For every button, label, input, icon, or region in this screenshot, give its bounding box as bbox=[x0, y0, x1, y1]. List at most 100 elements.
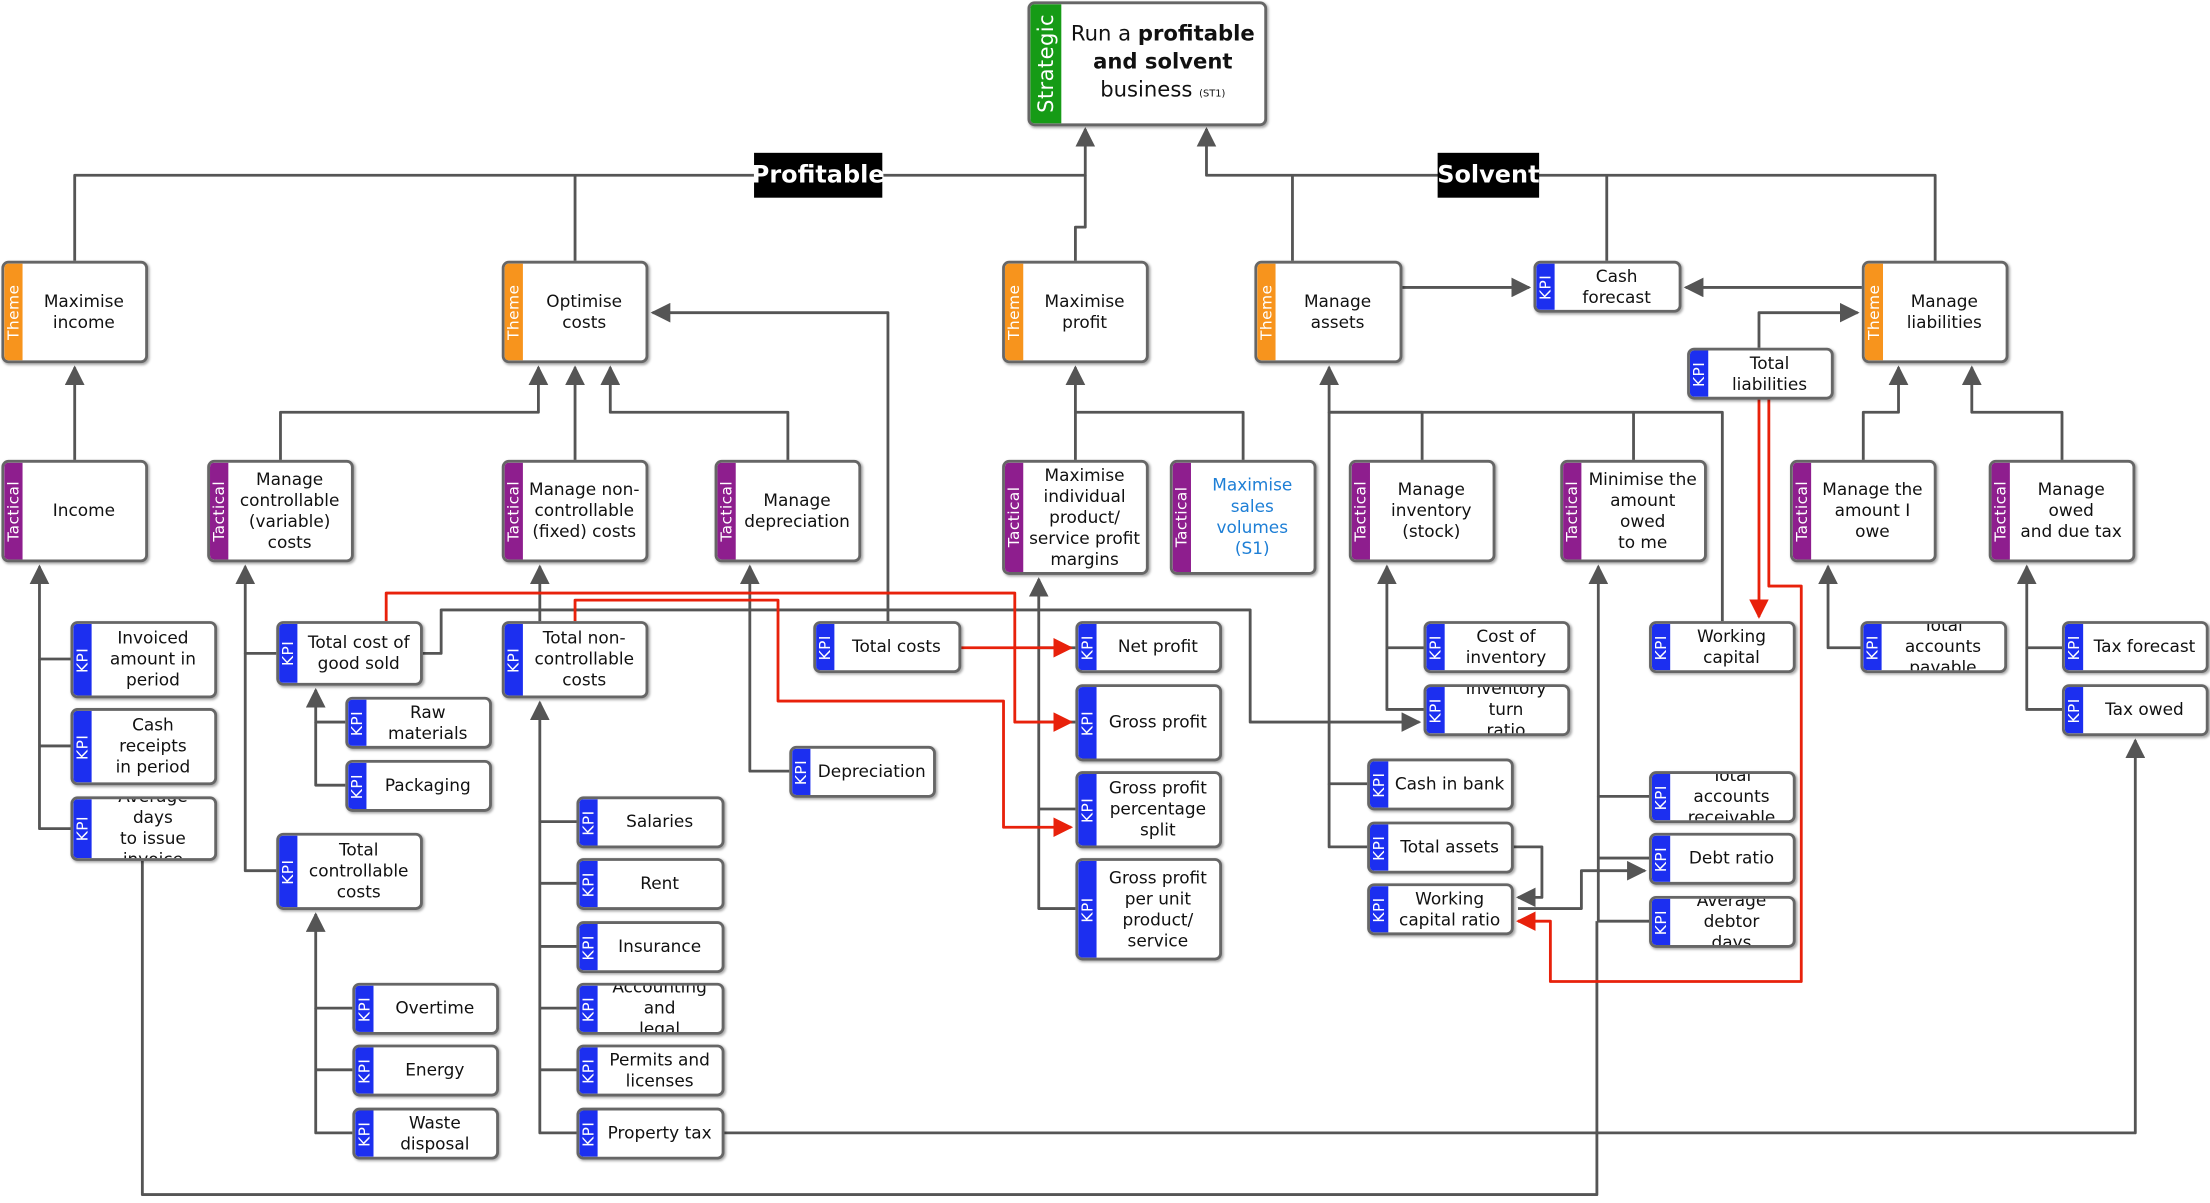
node-label: Net profit bbox=[1117, 636, 1198, 657]
node-label: Packaging bbox=[384, 775, 471, 795]
kpi-wc-ratio[interactable]: KPI Working capital ratio bbox=[1367, 883, 1514, 936]
tactical-inventory[interactable]: Tactical Manage inventory (stock) bbox=[1348, 459, 1496, 563]
node-label: Gross profit per unit product/ service bbox=[1108, 867, 1207, 950]
node-label: Manage non- controllable (fixed) costs bbox=[528, 479, 640, 542]
node-label: Total cost of good sold bbox=[307, 632, 410, 674]
kpi-total-ar[interactable]: KPI Total accounts receivable bbox=[1649, 771, 1796, 824]
node-label: Insurance bbox=[618, 936, 702, 957]
kpi-gp-split[interactable]: KPI Gross profit percentage split bbox=[1075, 771, 1222, 849]
tactical-sales-volumes[interactable]: Tactical Maximise sales volumes (S1) bbox=[1169, 459, 1317, 575]
profitable-band: Profitable bbox=[752, 152, 885, 198]
node-label: Salaries bbox=[626, 811, 694, 832]
kpi-avg-days-invoice[interactable]: KPI Average days to issue invoice bbox=[70, 796, 218, 861]
kpi-tag: KPI bbox=[279, 623, 298, 683]
tactical-tag: Tactical bbox=[1563, 462, 1582, 560]
theme-manage-assets[interactable]: Theme Manage assets bbox=[1254, 260, 1403, 364]
tactical-tag: Tactical bbox=[1792, 462, 1812, 560]
node-label-link[interactable]: Maximise sales volumes (S1) bbox=[1212, 475, 1293, 559]
kpi-tax-owed[interactable]: KPI Tax owed bbox=[2062, 684, 2209, 737]
node-label: Minimise the amount owed to me bbox=[1588, 469, 1697, 552]
kpi-inventory-turn[interactable]: KPI Inventory turn ratio bbox=[1423, 684, 1571, 737]
tactical-variable-costs[interactable]: Tactical Manage controllable (variable) … bbox=[207, 459, 354, 563]
kpi-tag: KPI bbox=[1651, 898, 1671, 946]
kpi-permits[interactable]: KPI Permits and licenses bbox=[576, 1044, 725, 1097]
tactical-depreciation[interactable]: Tactical Manage depreciation bbox=[714, 459, 862, 563]
connector-cogs-inventory bbox=[422, 608, 1422, 732]
tactical-income[interactable]: Tactical Income bbox=[1, 459, 148, 563]
theme-optimise-costs[interactable]: Theme Optimise costs bbox=[501, 260, 649, 364]
connector-working-capital bbox=[1633, 410, 1724, 622]
node-label: Gross profit percentage split bbox=[1108, 778, 1207, 840]
tactical-tag: Tactical bbox=[1172, 462, 1191, 573]
kpi-tag: KPI bbox=[504, 623, 523, 696]
tactical-amount-i-owe[interactable]: Tactical Manage the amount I owe bbox=[1789, 459, 1937, 563]
tactical-tag: Tactical bbox=[4, 462, 23, 560]
kpi-total-ap[interactable]: KPI Total accounts payable bbox=[1860, 621, 2008, 674]
kpi-gross-profit[interactable]: KPI Gross profit bbox=[1075, 684, 1222, 762]
connector-solvent bbox=[1196, 127, 1937, 261]
tactical-margins[interactable]: Tactical Maximise individual product/ se… bbox=[1002, 459, 1149, 575]
kpi-tag: KPI bbox=[1426, 623, 1445, 671]
tactical-fixed-costs[interactable]: Tactical Manage non- controllable (fixed… bbox=[501, 459, 649, 563]
kpi-total-costs[interactable]: KPI Total costs bbox=[813, 621, 962, 674]
node-label: Energy bbox=[405, 1059, 465, 1080]
kpi-tag: KPI bbox=[1078, 773, 1097, 846]
tactical-tag: Tactical bbox=[504, 462, 523, 560]
node-label: Rent bbox=[640, 873, 679, 894]
node-label: Cost of inventory bbox=[1465, 626, 1547, 667]
strategic-node-root[interactable]: Strategic Run a profitable and solvent b… bbox=[1027, 1, 1268, 127]
node-label: Cash in bank bbox=[1394, 773, 1505, 794]
node-label: Total liabilities bbox=[1731, 352, 1808, 394]
kpi-total-cogs[interactable]: KPI Total cost of good sold bbox=[276, 621, 423, 686]
kpi-total-liabilities[interactable]: KPI Total liabilities bbox=[1687, 347, 1834, 400]
kpi-packaging[interactable]: KPI Packaging bbox=[345, 759, 492, 812]
tactical-owed-tax[interactable]: Tactical Manage owed and due tax bbox=[1988, 459, 2136, 563]
kpi-cash-forecast[interactable]: KPI Cash forecast bbox=[1533, 260, 1682, 313]
kpi-tag: KPI bbox=[579, 1047, 598, 1094]
kpi-tax-forecast[interactable]: KPI Tax forecast bbox=[2062, 621, 2209, 674]
kpi-gp-per-unit[interactable]: KPI Gross profit per unit product/ servi… bbox=[1075, 858, 1222, 961]
kpi-cash-in-bank[interactable]: KPI Cash in bank bbox=[1367, 758, 1514, 811]
kpi-energy[interactable]: KPI Energy bbox=[352, 1044, 499, 1097]
node-label: Total accounts receivable bbox=[1687, 771, 1776, 824]
connector-sales bbox=[1075, 410, 1245, 460]
node-label: Gross profit bbox=[1108, 712, 1207, 732]
kpi-accounting-legal[interactable]: KPI Accounting and legal bbox=[576, 982, 725, 1035]
connector-i-owe bbox=[1861, 365, 1909, 460]
kpi-debt-ratio[interactable]: KPI Debt ratio bbox=[1649, 832, 1796, 885]
node-label: Optimise costs bbox=[546, 290, 623, 332]
kpi-total-assets[interactable]: KPI Total assets bbox=[1367, 821, 1514, 874]
node-label: Raw materials bbox=[388, 701, 468, 743]
kpi-raw-materials[interactable]: KPI Raw materials bbox=[345, 696, 492, 749]
kpi-cost-inventory[interactable]: KPI Cost of inventory bbox=[1423, 621, 1571, 674]
kpi-total-controllable[interactable]: KPI Total controllable costs bbox=[276, 832, 423, 910]
theme-maximise-income[interactable]: Theme Maximise income bbox=[1, 260, 148, 364]
theme-maximise-profit[interactable]: Theme Maximise profit bbox=[1002, 260, 1149, 364]
kpi-insurance[interactable]: KPI Insurance bbox=[576, 921, 725, 974]
node-label: Manage depreciation bbox=[744, 490, 850, 531]
kpi-tag: KPI bbox=[1651, 773, 1671, 821]
kpi-cash-receipts[interactable]: KPI Cash receipts in period bbox=[70, 708, 218, 786]
kpi-tag: KPI bbox=[1078, 623, 1097, 671]
kpi-salaries[interactable]: KPI Salaries bbox=[576, 796, 725, 849]
connector-controllable bbox=[243, 653, 277, 873]
kpi-avg-debtor-days[interactable]: KPI Average debtor days bbox=[1649, 895, 1796, 948]
kpi-total-noncontrollable[interactable]: KPI Total non- controllable costs bbox=[501, 621, 649, 699]
connector-avg-days bbox=[38, 658, 71, 831]
kpi-net-profit[interactable]: KPI Net profit bbox=[1075, 621, 1222, 674]
kpi-waste-disposal[interactable]: KPI Waste disposal bbox=[352, 1107, 499, 1160]
kpi-tag: KPI bbox=[348, 762, 367, 810]
theme-manage-liabilities[interactable]: Theme Manage liabilities bbox=[1861, 260, 2009, 364]
node-label: Depreciation bbox=[817, 761, 926, 781]
node-label: Total controllable costs bbox=[308, 839, 409, 902]
kpi-property-tax[interactable]: KPI Property tax bbox=[576, 1107, 725, 1160]
node-label: Maximise profit bbox=[1044, 290, 1125, 332]
kpi-depreciation[interactable]: KPI Depreciation bbox=[789, 745, 936, 798]
kpi-working-capital[interactable]: KPI Working capital bbox=[1649, 621, 1796, 674]
node-label: Property tax bbox=[607, 1123, 712, 1143]
kpi-rent[interactable]: KPI Rent bbox=[576, 858, 725, 910]
kpi-overtime[interactable]: KPI Overtime bbox=[352, 982, 499, 1035]
tactical-amount-owed[interactable]: Tactical Minimise the amount owed to me bbox=[1560, 459, 1707, 563]
kpi-tag: KPI bbox=[348, 699, 367, 746]
kpi-invoiced-amount[interactable]: KPI Invoiced amount in period bbox=[70, 621, 218, 699]
